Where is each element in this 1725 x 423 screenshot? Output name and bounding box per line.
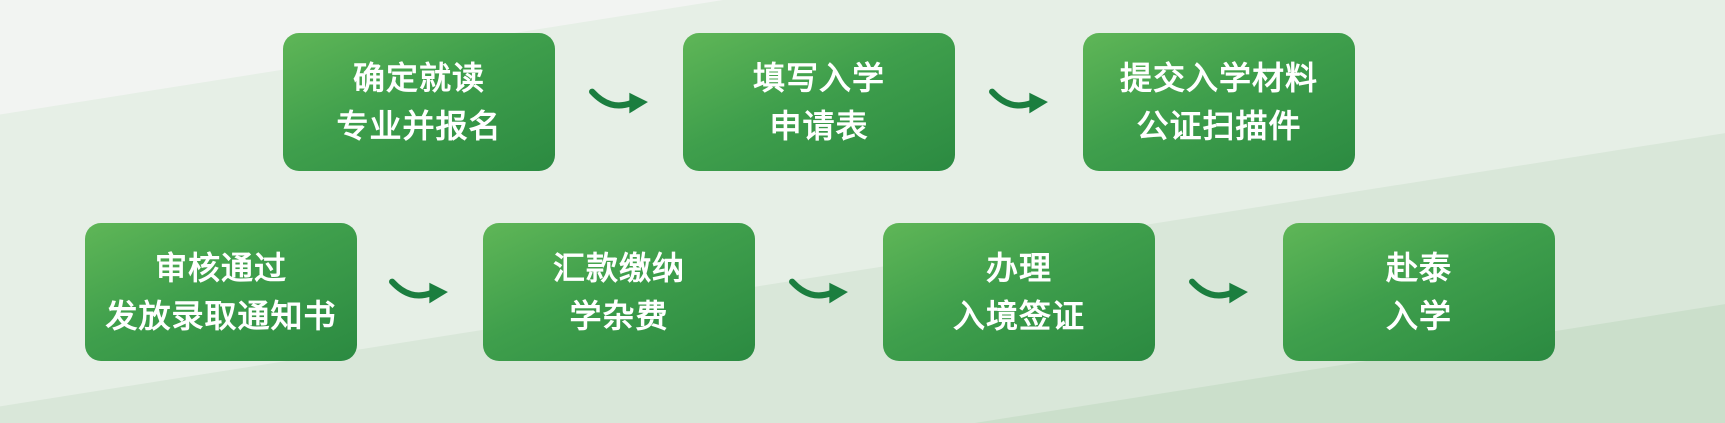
flow-step-application-form: 填写入学 申请表 <box>683 33 955 171</box>
flow-step-line: 申请表 <box>769 108 869 144</box>
flow-step-line: 发放录取通知书 <box>105 298 337 334</box>
flow-step-submit-materials: 提交入学材料 公证扫描件 <box>1083 33 1355 171</box>
flow-step-choose-major: 确定就读 专业并报名 <box>283 33 555 171</box>
arrow-right-icon <box>388 272 450 310</box>
flow-step-line: 赴泰 <box>1385 250 1452 286</box>
flow-step-line: 审核通过 <box>154 250 287 286</box>
flow-step-line: 提交入学材料 <box>1119 60 1318 96</box>
flow-step-pay-fees: 汇款缴纳 学杂费 <box>483 223 755 361</box>
flow-step-line: 公证扫描件 <box>1136 108 1302 144</box>
flow-step-line: 确定就读 <box>352 60 485 96</box>
flow-step-line: 学杂费 <box>569 298 669 334</box>
flow-step-line: 入学 <box>1385 298 1452 334</box>
arrow-right-icon <box>788 272 850 310</box>
flow-step-line: 专业并报名 <box>336 108 502 144</box>
flow-step-admission-notice: 审核通过 发放录取通知书 <box>85 223 357 361</box>
flow-step-entry-visa: 办理 入境签证 <box>883 223 1155 361</box>
arrow-right-icon <box>988 82 1050 120</box>
flow-step-line: 汇款缴纳 <box>552 250 685 286</box>
flow-step-line: 填写入学 <box>752 60 885 96</box>
flow-step-line: 入境签证 <box>952 298 1085 334</box>
arrow-right-icon <box>588 82 650 120</box>
flow-step-line: 办理 <box>985 250 1052 286</box>
arrow-right-icon <box>1188 272 1250 310</box>
flow-step-go-to-thailand: 赴泰 入学 <box>1283 223 1555 361</box>
